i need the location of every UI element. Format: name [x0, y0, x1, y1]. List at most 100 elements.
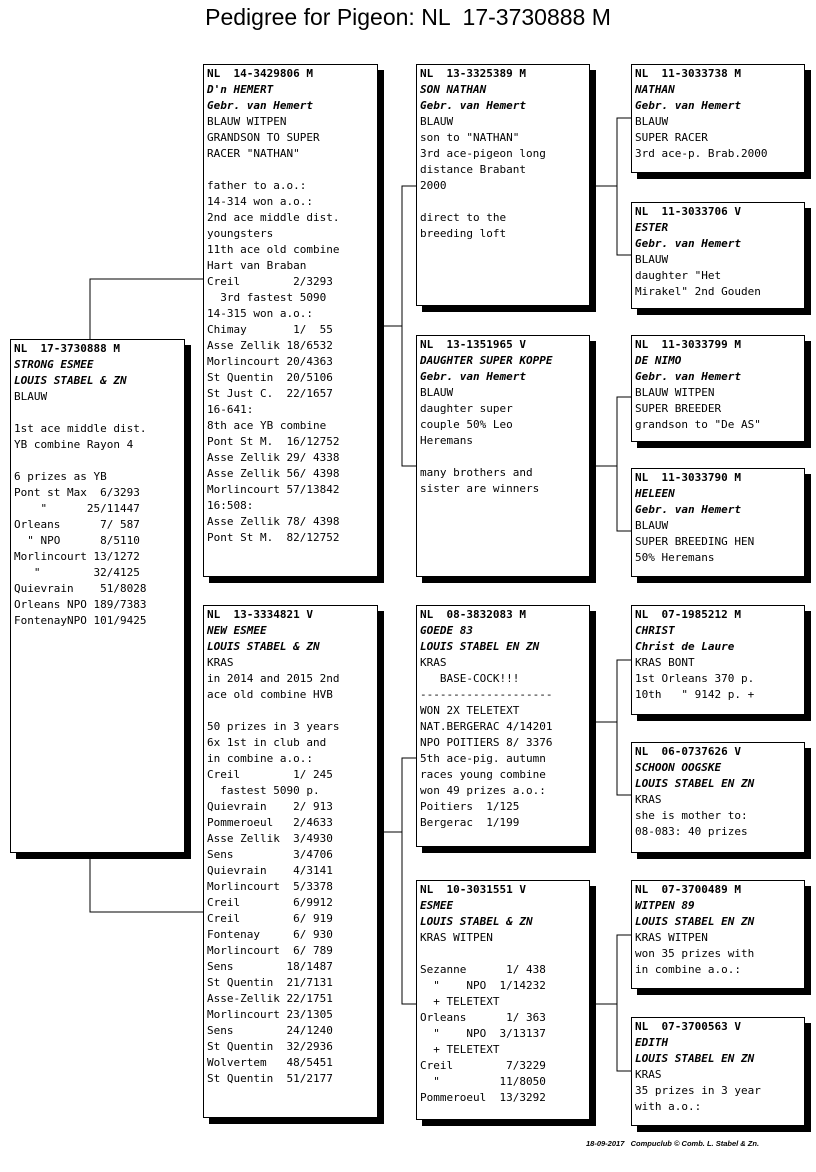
info-line: St Quentin 32/2936 [207, 1040, 333, 1053]
info-line: SUPER BREEDER [635, 402, 722, 415]
breeder-name: LOUIS STABEL EN ZN [420, 640, 540, 653]
info-line: Creil 2/3293 [207, 275, 333, 288]
ring-number: NL 11-3033706 V [635, 205, 741, 218]
breeder-name: LOUIS STABEL EN ZN [635, 777, 755, 790]
info-line: 6x 1st in club and [207, 736, 327, 749]
info-line: -------------------- [420, 688, 553, 701]
info-line: Sens 18/1487 [207, 960, 333, 973]
ring-number: NL 07-3700489 M [635, 883, 741, 896]
info-line: Asse Zellik 3/4930 [207, 832, 333, 845]
info-line: Sens 3/4706 [207, 848, 333, 861]
info-line: SUPER BREEDING HEN [635, 535, 755, 548]
ring-number: NL 13-1351965 V [420, 338, 526, 351]
pigeon-name: CHRIST [635, 624, 675, 637]
info-line: Morlincourt 6/ 789 [207, 944, 333, 957]
info-line: 50% Heremans [635, 551, 715, 564]
info-line: St Just C. 22/1657 [207, 387, 333, 400]
info-line: Bergerac 1/199 [420, 816, 520, 829]
ring-number: NL 13-3334821 V [207, 608, 313, 621]
info-line: Fontenay 6/ 930 [207, 928, 333, 941]
info-line: + TELETEXT [420, 1043, 500, 1056]
info-line: Mirakel" 2nd Gouden [635, 285, 761, 298]
pigeon-color: BLAUW [635, 519, 669, 532]
info-line: GRANDSON TO SUPER [207, 131, 320, 144]
info-line: 3rd ace-p. Brab.2000 [635, 147, 768, 160]
info-line: Hart van Braban [207, 259, 307, 272]
breeder-name: LOUIS STABEL EN ZN [635, 1052, 755, 1065]
info-line: daughter "Het [635, 269, 722, 282]
info-line: she is mother to: [635, 809, 748, 822]
pigeon-name: STRONG ESMEE [14, 358, 94, 371]
info-line: father to a.o.: [207, 179, 307, 192]
ring-number: NL 17-3730888 M [14, 342, 120, 355]
info-line: in 2014 and 2015 2nd [207, 672, 340, 685]
info-line: Asse Zellik 56/ 4398 [207, 467, 340, 480]
pigeon-color: KRAS WITPEN [635, 931, 708, 944]
info-line: Pommeroeul 2/4633 [207, 816, 333, 829]
breeder-name: Gebr. van Hemert [635, 99, 741, 112]
connector-subject-dam [89, 852, 204, 913]
info-line: direct to the [420, 211, 507, 224]
info-line: Orleans 1/ 363 [420, 1011, 546, 1024]
info-line: 2nd ace middle dist. [207, 211, 340, 224]
info-line [14, 453, 184, 469]
pigeon-name: DE NIMO [635, 354, 682, 367]
pigeon-name: ESMEE [420, 899, 454, 912]
pigeon-color: KRAS [207, 656, 234, 669]
info-line: 11th ace old combine [207, 243, 340, 256]
info-line: FontenayNPO 101/9425 [14, 614, 147, 627]
info-line: Quievrain 4/3141 [207, 864, 333, 877]
pigeon-name: DAUGHTER SUPER KOPPE [420, 354, 553, 367]
pigeon-name: NEW ESMEE [207, 624, 267, 637]
connector-sd-branch [616, 396, 632, 532]
info-line: BASE-COCK!!! [420, 672, 520, 685]
info-line: 14-315 won a.o.: [207, 307, 313, 320]
info-line: with a.o.: [635, 1100, 702, 1113]
info-line: grandson to "De AS" [635, 418, 761, 431]
info-line: St Quentin 21/7131 [207, 976, 333, 989]
info-line: breeding loft [420, 227, 507, 240]
info-line: " 32/4125 [14, 566, 140, 579]
ring-number: NL 10-3031551 V [420, 883, 526, 896]
connector-sire-branch [401, 185, 417, 467]
info-line: Heremans [420, 434, 473, 447]
info-line [420, 449, 589, 465]
pigeon-name: ESTER [635, 221, 669, 234]
info-line: + TELETEXT [420, 995, 500, 1008]
info-line: Orleans NPO 189/7383 [14, 598, 147, 611]
info-line: fastest 5090 p. [207, 784, 320, 797]
info-line: St Quentin 51/2177 [207, 1072, 333, 1085]
info-line: sister are winners [420, 482, 540, 495]
breeder-name: Gebr. van Hemert [635, 370, 741, 383]
pigeon-color: BLAUW [14, 390, 48, 403]
info-line [14, 405, 184, 421]
info-line: youngsters [207, 227, 274, 240]
breeder-name: Gebr. van Hemert [635, 237, 741, 250]
pigeon-name: EDITH [635, 1036, 669, 1049]
info-line: 5th ace-pig. autumn [420, 752, 546, 765]
info-line: 14-314 won a.o.: [207, 195, 313, 208]
connector-dam-branch [401, 757, 417, 1005]
footer-credit: 18-09-2017 Compuclub © Comb. L. Stabel &… [586, 1139, 760, 1148]
ring-number: NL 13-3325389 M [420, 67, 526, 80]
info-line: Pommeroeul 13/3292 [420, 1091, 546, 1104]
pigeon-name: D'n HEMERT [207, 83, 274, 96]
info-line: 3rd fastest 5090 [207, 291, 327, 304]
info-line: son to "NATHAN" [420, 131, 520, 144]
breeder-name: Gebr. van Hemert [420, 370, 526, 383]
info-line: 35 prizes in 3 year [635, 1084, 761, 1097]
ring-number: NL 11-3033790 M [635, 471, 741, 484]
info-line: Morlincourt 5/3378 [207, 880, 333, 893]
info-line [207, 703, 377, 719]
info-line: Creil 6/ 919 [207, 912, 333, 925]
pigeon-name: WITPEN 89 [635, 899, 695, 912]
info-line: in combine a.o.: [635, 963, 741, 976]
